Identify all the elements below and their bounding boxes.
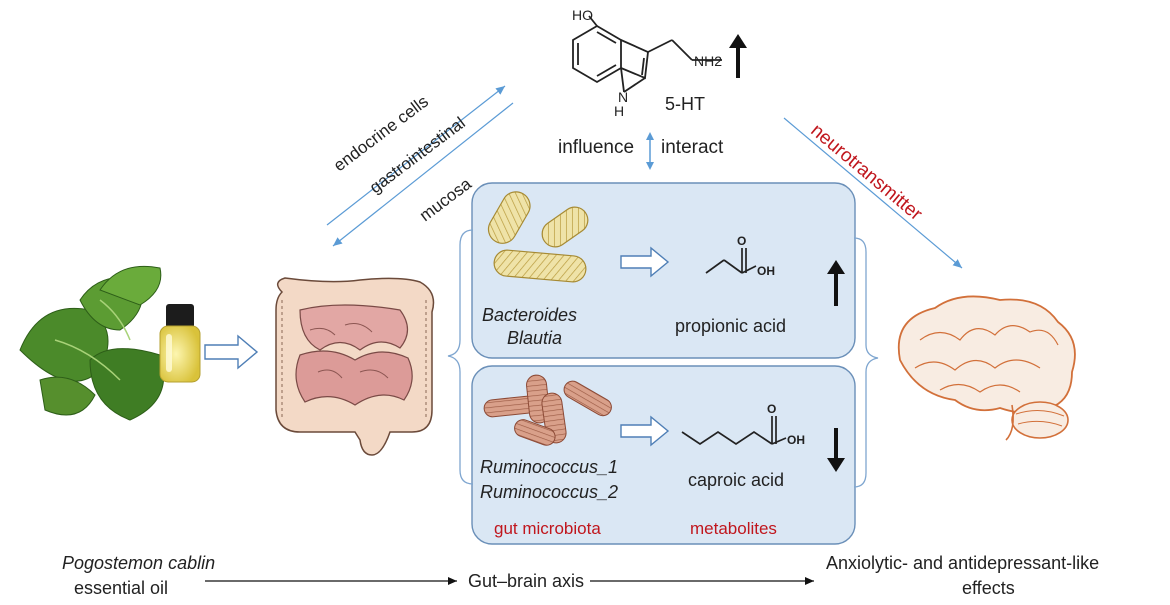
caproic-acid-structure (681, 416, 787, 446)
propionic-increase-arrow (827, 260, 845, 306)
caproic-acid-oh: OH (787, 433, 805, 447)
serotonin-increase-arrow (729, 34, 747, 78)
brain-illustration (897, 295, 1076, 441)
outcome-line1-label: Anxiolytic- and antidepressant-like (826, 553, 1100, 573)
caproic-acid-o: O (767, 402, 776, 416)
blautia-label: Blautia (507, 328, 563, 348)
serotonin-structure (572, 15, 722, 93)
pogostemon-label: Pogostemon cablin (62, 553, 216, 573)
lower-microbiota-box (471, 365, 856, 545)
ruminococcus-1-label: Ruminococcus_1 (480, 457, 619, 477)
gut-bracket (447, 229, 474, 485)
gut-to-serotonin-arrow (326, 85, 506, 226)
intestine-illustration (275, 277, 435, 456)
serotonin-to-gut-arrow (332, 102, 514, 247)
serotonin-h-label: H (614, 103, 624, 119)
influence-interact-arrow (646, 132, 654, 170)
metabolites-label: metabolites (690, 519, 777, 538)
interact-label: interact (661, 137, 724, 158)
serotonin-name: 5-HT (665, 94, 705, 114)
gut-microbiota-label: gut microbiota (494, 519, 601, 538)
serotonin-oh-label: HO (572, 7, 593, 23)
serotonin-n-label: N (618, 89, 628, 105)
ruminococcus-2-label: Ruminococcus_2 (480, 482, 619, 502)
propionic-acid-label: propionic acid (675, 316, 787, 336)
upper-conversion-arrow (620, 246, 670, 278)
propionic-acid-o: O (737, 234, 746, 248)
bacteroides-illustration (487, 191, 589, 283)
caproic-decrease-arrow (827, 428, 845, 472)
outcome-line2-label: effects (962, 578, 1015, 598)
propionic-acid-structure (705, 248, 757, 274)
plant-to-gut-arrow (204, 334, 259, 370)
gut-brain-axis-label: Gut–brain axis (468, 571, 585, 591)
caproic-acid-label: caproic acid (688, 470, 785, 490)
influence-label: influence (558, 137, 635, 158)
propionic-acid-oh: OH (757, 264, 775, 278)
essential-oil-label: essential oil (74, 578, 169, 598)
serotonin-nh2-label: NH2 (694, 53, 722, 69)
brain-bracket (853, 237, 879, 488)
pogostemon-plant-illustration (19, 265, 201, 421)
serotonin-to-brain-arrow (783, 117, 963, 269)
lower-conversion-arrow (620, 415, 670, 447)
bacteroides-label: Bacteroides (482, 305, 578, 325)
ruminococcus-illustration (483, 374, 612, 446)
